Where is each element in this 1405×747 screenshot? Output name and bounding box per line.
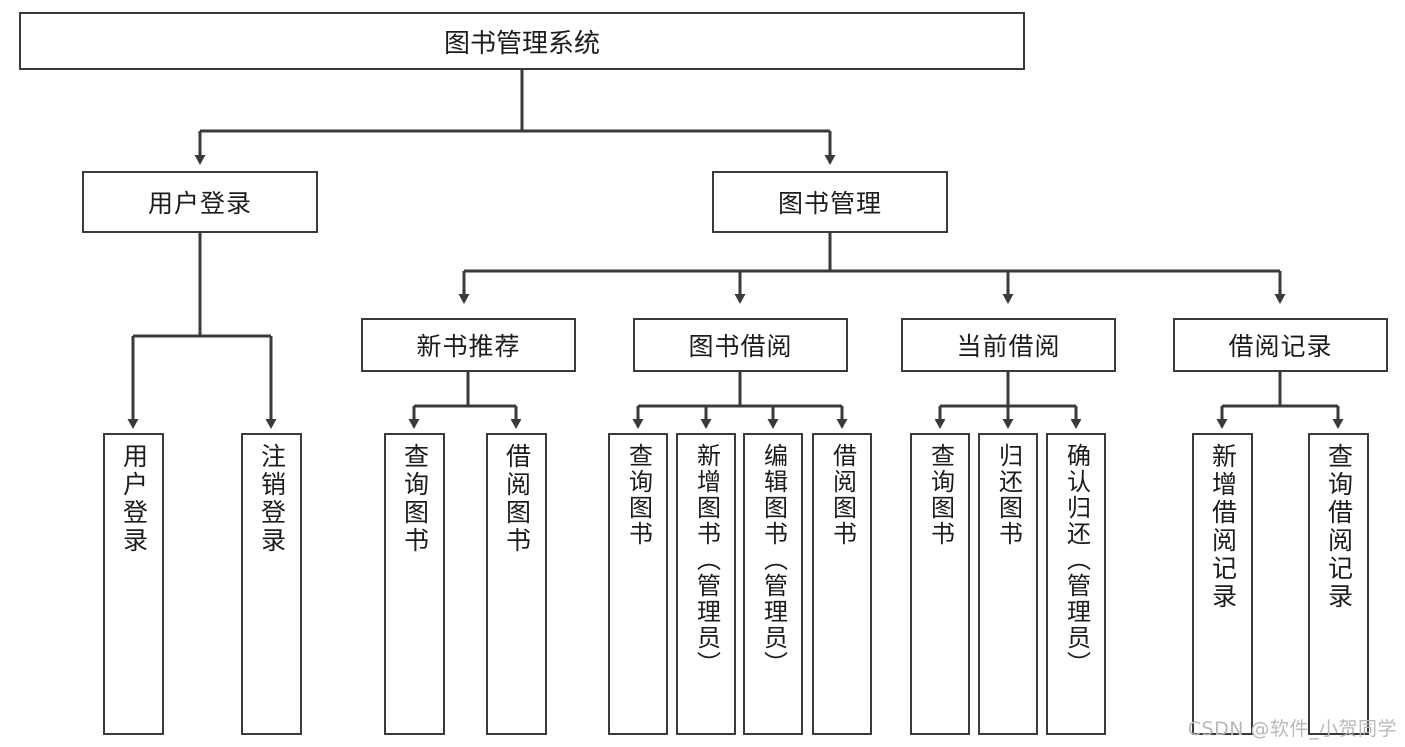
leaf-borrow-record-2[interactable]: 查询借阅记录 [1308, 433, 1369, 735]
leaf-borrow-record-2-label: 查询借阅记录 [1324, 443, 1354, 611]
node-book-borrow[interactable]: 图书借阅 [633, 318, 848, 372]
node-book-manage-label: 图书管理 [777, 189, 882, 218]
leaf-new-book-1[interactable]: 查询图书 [384, 433, 445, 735]
node-user-login[interactable]: 用户登录 [82, 171, 318, 233]
leaf-book-borrow-3-label: 编辑图书（管理员） [759, 443, 788, 677]
leaf-borrow-record-1-label: 新增借阅记录 [1208, 443, 1238, 611]
leaf-book-borrow-4[interactable]: 借阅图书 [812, 433, 872, 735]
leaf-current-borrow-2-label: 归还图书 [994, 443, 1023, 547]
leaf-book-borrow-1[interactable]: 查询图书 [608, 433, 668, 735]
leaf-user-login-2[interactable]: 注销登录 [241, 433, 302, 735]
leaf-current-borrow-3[interactable]: 确认归还（管理员） [1046, 433, 1106, 735]
leaf-book-borrow-2-label: 新增图书（管理员） [692, 443, 721, 677]
leaf-new-book-2-label: 借阅图书 [502, 443, 532, 555]
leaf-borrow-record-1[interactable]: 新增借阅记录 [1192, 433, 1253, 735]
node-book-manage[interactable]: 图书管理 [712, 171, 948, 233]
leaf-user-login-1[interactable]: 用户登录 [103, 433, 164, 735]
leaf-current-borrow-1[interactable]: 查询图书 [910, 433, 970, 735]
node-new-book-recommend[interactable]: 新书推荐 [361, 318, 576, 372]
leaf-book-borrow-3[interactable]: 编辑图书（管理员） [743, 433, 803, 735]
node-current-borrow-label: 当前借阅 [956, 332, 1061, 361]
node-user-login-label: 用户登录 [147, 189, 252, 218]
leaf-current-borrow-2[interactable]: 归还图书 [978, 433, 1038, 735]
leaf-book-borrow-2[interactable]: 新增图书（管理员） [676, 433, 736, 735]
leaf-new-book-1-label: 查询图书 [400, 443, 430, 555]
leaf-book-borrow-1-label: 查询图书 [624, 443, 653, 547]
node-root-label: 图书管理系统 [443, 28, 600, 59]
leaf-user-login-2-label: 注销登录 [257, 443, 287, 555]
node-new-book-recommend-label: 新书推荐 [416, 332, 521, 361]
node-root[interactable]: 图书管理系统 [19, 12, 1025, 70]
watermark: CSDN @软件_小贺同学 [1187, 718, 1397, 740]
leaf-current-borrow-3-label: 确认归还（管理员） [1062, 443, 1091, 677]
leaf-current-borrow-1-label: 查询图书 [926, 443, 955, 547]
node-current-borrow[interactable]: 当前借阅 [901, 318, 1116, 372]
leaf-new-book-2[interactable]: 借阅图书 [486, 433, 547, 735]
node-book-borrow-label: 图书借阅 [688, 332, 793, 361]
node-borrow-record[interactable]: 借阅记录 [1173, 318, 1388, 372]
node-borrow-record-label: 借阅记录 [1228, 332, 1333, 361]
leaf-user-login-1-label: 用户登录 [119, 443, 149, 555]
leaf-book-borrow-4-label: 借阅图书 [828, 443, 857, 547]
